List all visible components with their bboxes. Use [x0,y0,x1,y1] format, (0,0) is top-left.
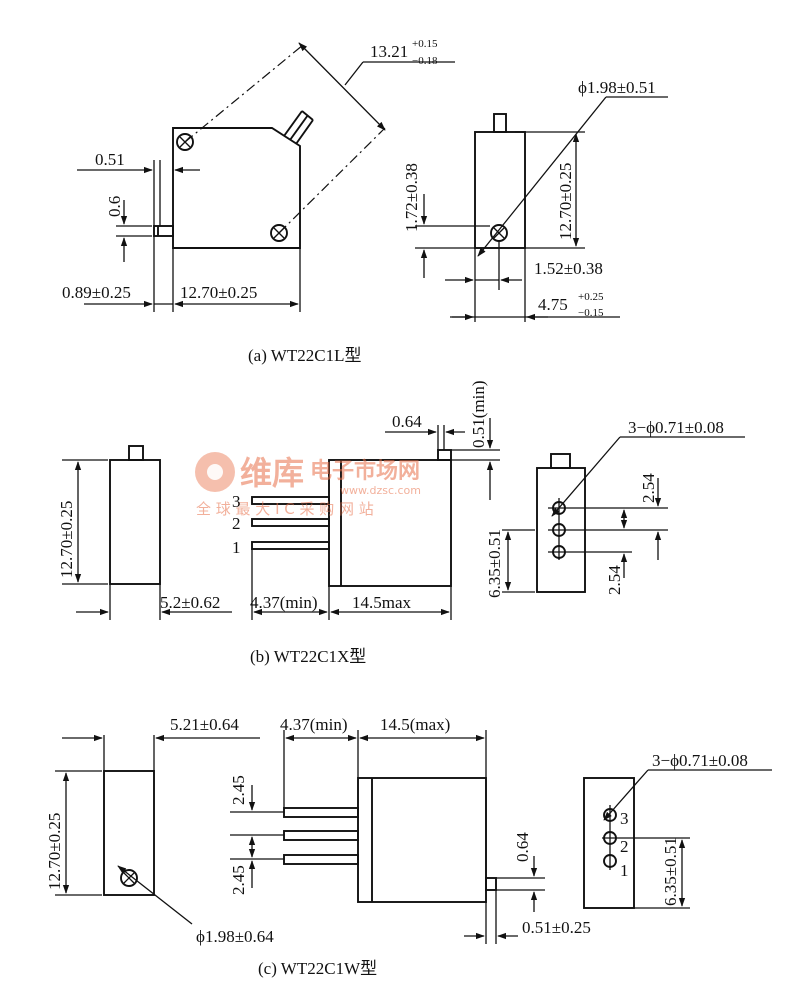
a-dim-172: 1.72±0.38 [402,163,421,232]
c-front-body [357,777,487,903]
figure-c-pin-view [583,769,772,909]
a-dim-phi: ϕ1.98±0.51 [578,78,656,97]
figure-b-front-view [251,418,500,620]
a-dim-089: 0.89±0.25 [62,283,131,302]
c-dim-1270v: 12.70±0.25 [45,813,64,890]
a-dim-475: 4.75 [538,295,568,314]
side-body-outline [474,131,526,249]
a-dim-06: 0.6 [105,196,124,217]
a-dim-diag: 13.21 [370,42,408,61]
b-pin-label-1: 1 [232,538,241,557]
caption-c: (c) WT22C1W型 [258,959,377,978]
c-front-terminal [485,877,497,891]
figure-b-side-view [62,445,232,620]
a-dim-1270: 12.70±0.25 [180,283,257,302]
caption-b: (b) WT22C1X型 [250,647,366,666]
c-pin-bot [283,854,359,865]
c-side-body [103,770,155,896]
c-dim-521: 5.21±0.64 [170,715,239,734]
b-pin-label-3: 3 [232,492,241,511]
c-side-hole [120,869,138,887]
b-dim-52: 5.2±0.62 [160,593,220,612]
watermark-site: 电子市场网 [310,458,420,484]
c-dim-245b: 2.45 [229,865,248,895]
side-shaft [493,113,507,133]
b-dim-254a: 2.54 [639,473,658,503]
figure-a-front-view [77,42,455,312]
b-pin-label-2: 2 [232,514,241,533]
a-dim-051: 0.51 [95,150,125,169]
c-pin-body [583,777,635,909]
b-dim-1270v: 12.70±0.25 [57,501,76,578]
figure-c-front-view [230,730,545,944]
b-pin-3 [251,496,330,505]
figure-c-side-view [55,734,260,925]
b-dim-145: 14.5max [352,593,412,612]
b-pin-2 [251,518,330,527]
b-dim-3phi: 3−ϕ0.71±0.08 [628,418,724,437]
b-dim-064: 0.64 [392,412,422,431]
c-pin-label-3: 3 [620,809,629,828]
c-dim-245a: 2.45 [229,775,248,805]
watermark-slogan: 全 球 最 大 I C 采 购 网 站 [196,500,374,518]
c-pin-label-1: 1 [620,861,629,880]
mount-hole-bottom [270,224,288,242]
c-dim-064: 0.64 [513,832,532,862]
diag-dim-line [298,42,386,131]
a-dim-diag-up: +0.15 [412,38,438,50]
c-dim-437: 4.37(min) [280,715,348,734]
a-dim-1270v: 12.70±0.25 [556,163,575,240]
b-dim-254b: 2.54 [605,565,624,595]
c-dim-051: 0.51±0.25 [522,918,591,937]
a-dim-475-dn: −0.15 [578,307,604,319]
watermark: 维库 电子市场网 www.dzsc.com 全 球 最 大 I C 采 购 网 … [195,452,421,518]
b-pin-1 [251,541,330,550]
a-dim-diag-dn: −0.18 [412,55,438,67]
c-dim-3phi: 3−ϕ0.71±0.08 [652,751,748,770]
watermark-url: www.dzsc.com [340,484,421,497]
c-dim-635: 6.35±0.51 [661,837,680,906]
b-dim-437: 4.37(min) [250,593,318,612]
c-dim-phi: ϕ1.98±0.64 [196,927,274,946]
a-dim-152: 1.52±0.38 [534,259,603,278]
figure-a-side-view [415,96,668,322]
figure-b-pin-view [502,436,745,593]
b-front-terminal [437,449,452,461]
watermark-brand: 维库 [240,454,304,492]
c-pin-top [283,807,359,818]
b-pin-shaft [550,453,571,469]
b-side-body [109,459,161,585]
mount-hole-top [176,133,194,151]
b-side-shaft [128,445,144,461]
c-dim-145: 14.5(max) [380,715,450,734]
phi-leader [477,96,607,257]
c-pin-mid [283,830,359,841]
c-pin-label-2: 2 [620,837,629,856]
caption-a: (a) WT22C1L型 [248,346,361,365]
a-dim-475-up: +0.25 [578,291,604,303]
terminal-stub [153,225,174,237]
b-dim-635: 6.35±0.51 [485,529,504,598]
b-dim-051min: 0.51(min) [469,380,488,448]
